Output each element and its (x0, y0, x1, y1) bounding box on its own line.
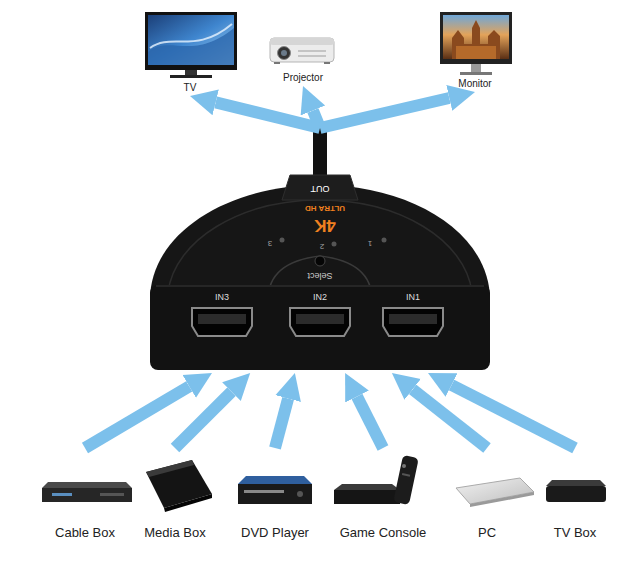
device-label: Media Box (144, 526, 205, 540)
signal-arrow (175, 392, 231, 448)
device: Cable Box (35, 448, 135, 543)
signal-arrow (320, 98, 449, 128)
laptop-icon (456, 478, 534, 507)
hdmi-switch: OUT ULTRA HD 4K 3 2 1SelectIN3 IN2 IN1 (148, 128, 492, 373)
cable-box-icon (42, 482, 132, 502)
tv-box-icon (546, 480, 606, 502)
device: TV Box (535, 448, 615, 543)
switch-marking: IN3 (215, 293, 229, 303)
switch-marking: ULTRA HD (305, 204, 345, 213)
game-console-icon (334, 455, 419, 505)
device: Monitor (425, 8, 525, 92)
hdmi-port (192, 308, 252, 336)
tv-icon (145, 12, 237, 78)
device-label: Projector (283, 72, 323, 83)
switch-marking: 1 (368, 239, 372, 248)
device-label: PC (478, 526, 496, 540)
switch-marking: IN2 (313, 293, 327, 303)
device-label: TV Box (554, 526, 597, 540)
device-label: Monitor (458, 78, 491, 89)
signal-arrow (216, 102, 320, 128)
signal-arrow (452, 385, 575, 448)
switch-marking: Select (307, 270, 332, 280)
device-label: Game Console (340, 526, 427, 540)
projector-icon (270, 38, 334, 64)
signal-arrow (85, 386, 189, 448)
device-label: Cable Box (55, 526, 115, 540)
signal-arrow (313, 110, 320, 128)
hdmi-port (383, 308, 443, 336)
switch-marking: 4K (314, 216, 336, 235)
device-label: DVD Player (241, 526, 309, 540)
device: PC (442, 448, 532, 543)
signal-arrow (357, 397, 383, 448)
device: Game Console (328, 448, 438, 543)
device: Projector (258, 28, 348, 86)
switch-marking: OUT (311, 183, 330, 193)
dvd-player-icon (238, 476, 312, 504)
hdmi-switch-illustration (150, 128, 490, 370)
switch-marking: 2 (320, 242, 324, 251)
signal-arrow (275, 399, 288, 448)
media-box-icon (146, 460, 212, 512)
monitor-icon (440, 12, 512, 75)
device: DVD Player (225, 448, 325, 543)
hdmi-port (290, 308, 350, 336)
device: TV (135, 8, 245, 96)
switch-marking: IN1 (406, 293, 420, 303)
device: Media Box (135, 448, 215, 543)
device-label: TV (184, 82, 197, 93)
switch-marking: 3 (268, 239, 272, 248)
